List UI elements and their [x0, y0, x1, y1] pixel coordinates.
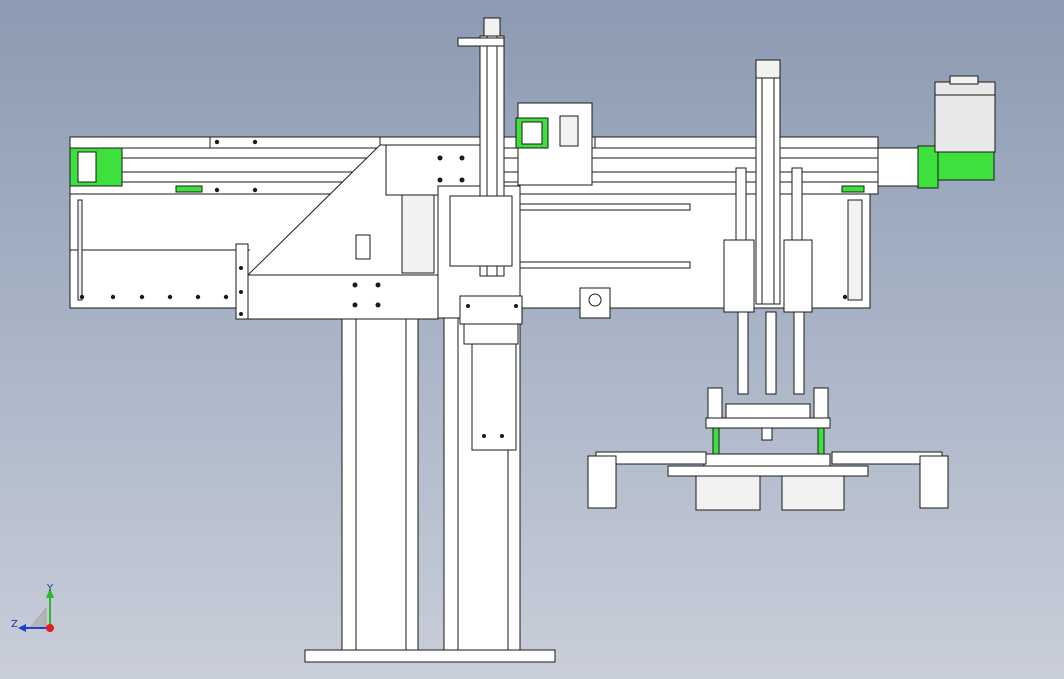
axis-triad-icon: [18, 588, 54, 632]
right-z-axis: [723, 59, 813, 395]
right-motor-assembly: [877, 75, 996, 189]
center-z-axis: [437, 17, 523, 451]
mounting-holes: [79, 139, 848, 300]
triad-z-label: Z: [11, 619, 18, 630]
gripper-head: [587, 387, 949, 511]
triad-y-label: Y: [46, 583, 54, 594]
base-plate: [304, 649, 556, 663]
top-bracket: [515, 102, 593, 186]
sensor-box: [579, 287, 611, 319]
